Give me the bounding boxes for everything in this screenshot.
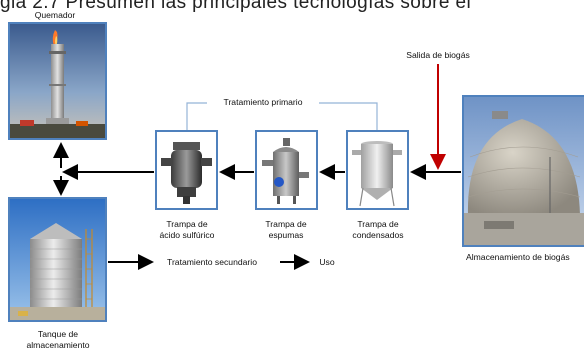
- primary-treatment-bracket: [186, 102, 207, 130]
- label-tanque: Tanque de almacenamiento: [18, 329, 98, 351]
- label-almacenamiento-biogas: Almacenamiento de biogás: [466, 252, 570, 262]
- label-tanque-line2: almacenamiento: [26, 340, 90, 350]
- sulfuric-acid-trap-image: [157, 132, 216, 208]
- label-trampa-condensados-line2: condensados: [352, 230, 404, 240]
- label-salida-biogas: Salida de biogás: [406, 50, 470, 60]
- label-uso: Uso: [319, 257, 335, 267]
- flare-tower-image: [10, 24, 105, 138]
- label-tanque-line1: Tanque de: [37, 329, 79, 339]
- biogas-dome-image: [464, 97, 584, 245]
- label-trampa-espumas: Trampa de espumas: [250, 219, 322, 241]
- primary-treatment-bracket-right: [319, 102, 378, 130]
- condensate-trap-image: [348, 132, 407, 208]
- figure-heading: gla 2.7 Presumen las principales tecnolo…: [0, 0, 472, 13]
- label-tratamiento-primario: Tratamiento primario: [223, 97, 303, 107]
- label-trampa-acido-line2: ácido sulfúrico: [159, 230, 215, 240]
- biogas-dome-frame: [462, 95, 584, 247]
- label-quemador: Quemador: [34, 10, 76, 20]
- foam-trap-image: [257, 132, 316, 208]
- label-tratamiento-secundario: Tratamiento secundario: [167, 257, 257, 267]
- label-trampa-acido-line1: Trampa de: [166, 219, 208, 229]
- label-trampa-condensados-line1: Trampa de: [357, 219, 399, 229]
- label-trampa-acido: Trampa de ácido sulfúrico: [148, 219, 226, 241]
- sulfuric-acid-trap-frame: [155, 130, 218, 210]
- storage-silo-frame: [8, 197, 107, 322]
- label-trampa-espumas-line2: espumas: [268, 230, 304, 240]
- label-trampa-espumas-line1: Trampa de: [265, 219, 307, 229]
- flare-tower-frame: [8, 22, 107, 140]
- foam-trap-frame: [255, 130, 318, 210]
- label-trampa-condensados: Trampa de condensados: [338, 219, 418, 241]
- storage-silo-image: [10, 199, 105, 320]
- condensate-trap-frame: [346, 130, 409, 210]
